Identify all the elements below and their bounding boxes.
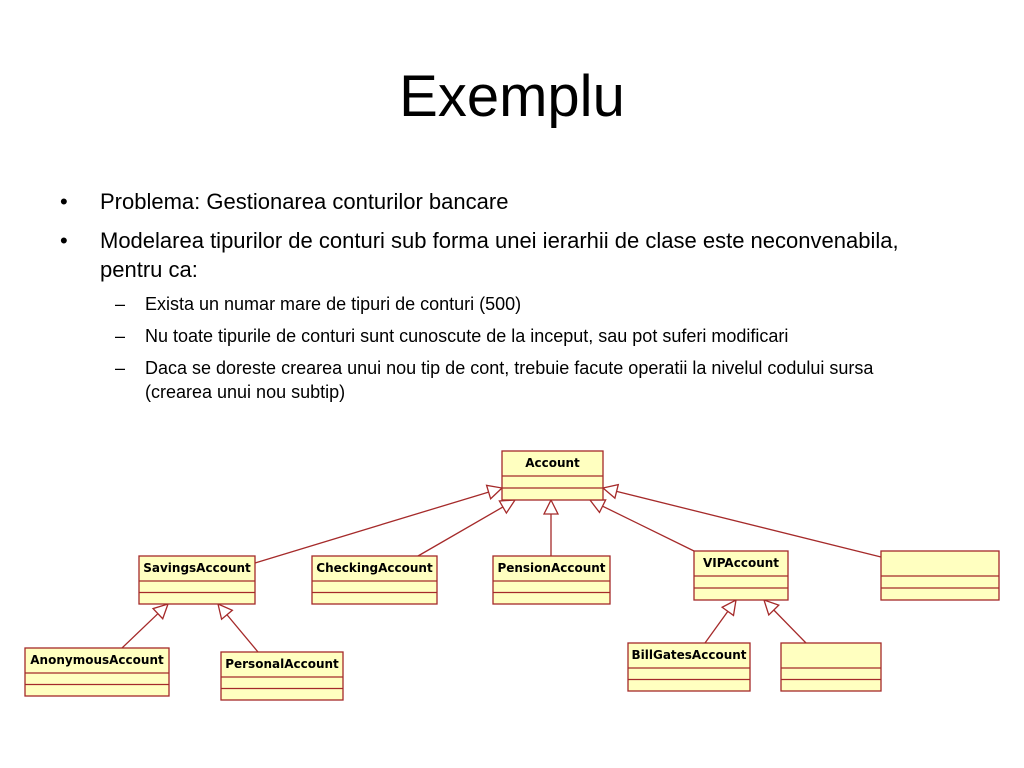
inheritance-arrowhead bbox=[601, 483, 620, 500]
inheritance-arrowhead bbox=[485, 484, 504, 500]
generalization-unnamed-2-to-vip bbox=[762, 598, 807, 644]
connector-line bbox=[121, 613, 159, 649]
connector-line bbox=[417, 506, 504, 557]
bullet-item: • Modelarea tipurilor de conturi sub for… bbox=[60, 226, 900, 284]
sub-bullet-marker: – bbox=[115, 326, 126, 346]
sub-bullet-item: – Nu toate tipurile de conturi sunt cuno… bbox=[115, 324, 975, 348]
class-box bbox=[24, 647, 170, 697]
uml-class-checking: CheckingAccount bbox=[311, 555, 438, 605]
generalization-billgates-to-vip bbox=[704, 598, 737, 644]
inheritance-arrowhead bbox=[542, 498, 560, 515]
inheritance-arrowhead bbox=[151, 602, 170, 620]
uml-class-savings: SavingsAccount bbox=[138, 555, 256, 605]
inheritance-arrowhead bbox=[498, 499, 517, 515]
connector-line bbox=[616, 490, 882, 558]
class-name: BillGatesAccount bbox=[631, 648, 746, 662]
slide-title: Exemplu bbox=[399, 64, 625, 129]
bullet-marker: • bbox=[60, 228, 68, 253]
sub-bullet-text: Daca se doreste crearea unui nou tip de … bbox=[145, 358, 874, 402]
connector-line bbox=[254, 491, 489, 564]
uml-class-billgates: BillGatesAccount bbox=[627, 642, 751, 692]
sub-bullet-item: – Daca se doreste crearea unui nou tip d… bbox=[115, 356, 945, 404]
inheritance-arrowhead bbox=[217, 602, 234, 621]
class-name: Account bbox=[525, 456, 580, 470]
generalization-savings-to-account bbox=[254, 484, 504, 564]
class-box bbox=[780, 642, 882, 692]
class-box bbox=[492, 555, 611, 605]
uml-class-vip: VIPAccount bbox=[693, 550, 789, 601]
connector-line bbox=[602, 505, 695, 552]
connector-line bbox=[226, 614, 259, 653]
class-name: CheckingAccount bbox=[316, 561, 433, 575]
uml-class-anonymous: AnonymousAccount bbox=[24, 647, 170, 697]
sub-bullet-marker: – bbox=[115, 294, 126, 314]
connector-line bbox=[704, 610, 729, 644]
class-box bbox=[220, 651, 344, 701]
uml-class-personal: PersonalAccount bbox=[220, 651, 344, 701]
bullet-text: Modelarea tipurilor de conturi sub forma… bbox=[100, 228, 899, 282]
class-box bbox=[627, 642, 751, 692]
generalization-anonymous-to-savings bbox=[121, 602, 170, 649]
inheritance-arrowhead bbox=[720, 598, 737, 617]
class-name: PensionAccount bbox=[497, 561, 605, 575]
class-name: VIPAccount bbox=[703, 556, 779, 570]
uml-class-unnamed-2 bbox=[780, 642, 882, 692]
connector-line bbox=[773, 609, 807, 644]
inheritance-arrowhead bbox=[762, 598, 780, 617]
uml-class-account: Account bbox=[501, 450, 604, 501]
bullet-item: • Problema: Gestionarea conturilor banca… bbox=[60, 187, 900, 216]
generalization-vip-to-account bbox=[588, 499, 695, 552]
generalization-personal-to-savings bbox=[217, 602, 259, 653]
class-box bbox=[311, 555, 438, 605]
bullet-list: • Problema: Gestionarea conturilor banca… bbox=[60, 187, 975, 404]
bullet-marker: • bbox=[60, 189, 68, 214]
generalization-checking-to-account bbox=[417, 499, 517, 557]
uml-class-unnamed-1 bbox=[880, 550, 1000, 601]
sub-bullet-item: – Exista un numar mare de tipuri de cont… bbox=[115, 292, 975, 316]
class-name: PersonalAccount bbox=[225, 657, 339, 671]
generalization-unnamed-1-to-account bbox=[601, 483, 882, 558]
bullet-text: Problema: Gestionarea conturilor bancare bbox=[100, 189, 509, 214]
sub-bullet-text: Exista un numar mare de tipuri de contur… bbox=[145, 294, 522, 314]
class-name: SavingsAccount bbox=[143, 561, 251, 575]
generalization-pension-to-account bbox=[542, 498, 560, 556]
uml-class-pension: PensionAccount bbox=[492, 555, 611, 605]
class-box bbox=[138, 555, 256, 605]
sub-bullet-marker: – bbox=[115, 358, 126, 378]
class-name: AnonymousAccount bbox=[30, 653, 164, 667]
sub-bullet-text: Nu toate tipurile de conturi sunt cunosc… bbox=[145, 326, 789, 346]
